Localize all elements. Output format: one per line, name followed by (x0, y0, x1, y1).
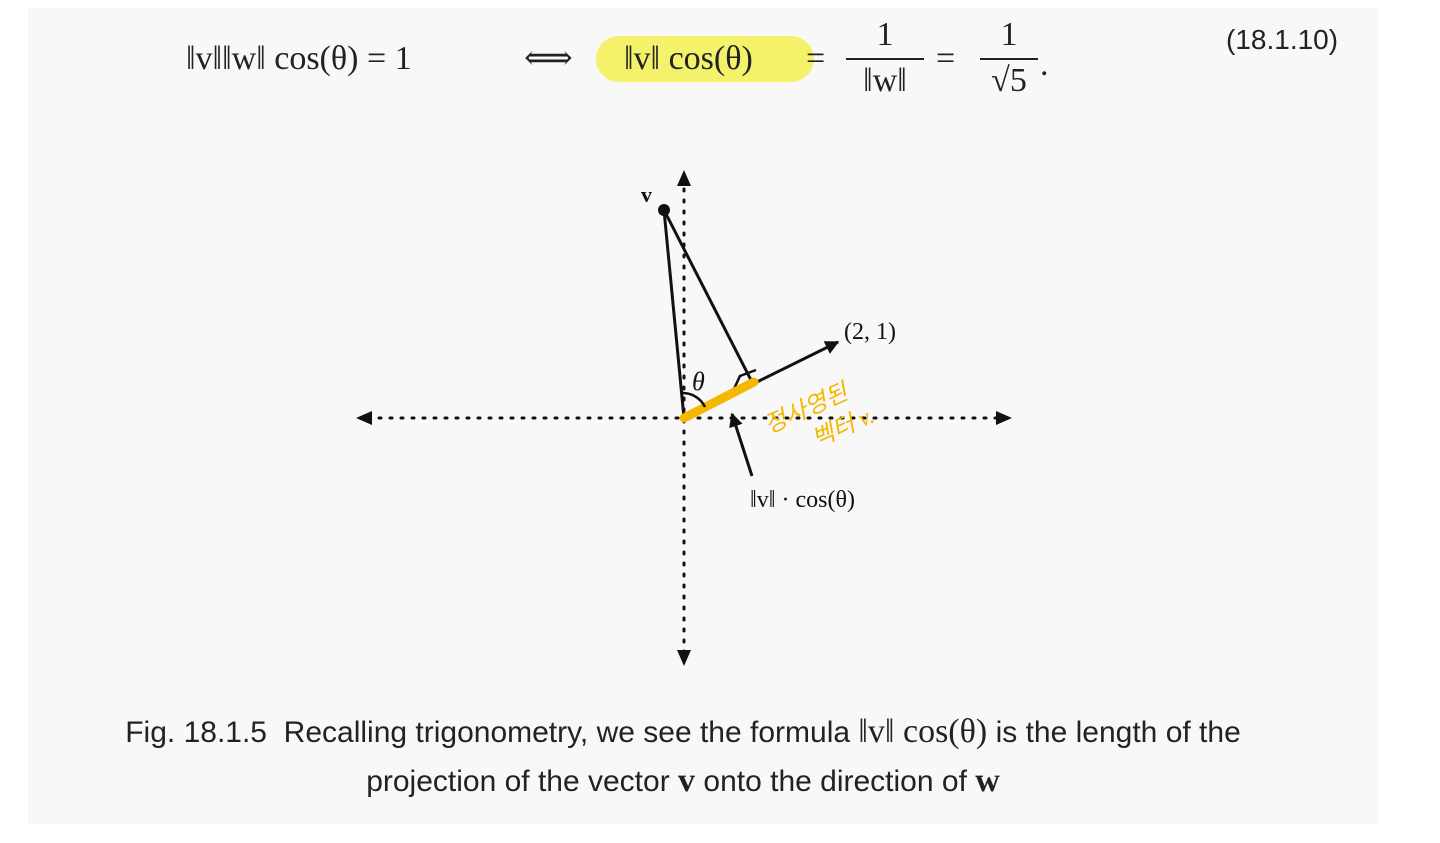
fraction-2-bar (980, 58, 1038, 60)
equation-fraction-2: 1 √5 (980, 18, 1038, 98)
handwritten-annotation: 정사영된 벡터 v. (761, 379, 879, 453)
caption-figure-number: Fig. 18.1.5 (125, 716, 267, 749)
caption-text-after: is the length of the (995, 716, 1241, 749)
equation-equals-1: = (806, 40, 826, 77)
vector-v (662, 209, 686, 419)
y-axis-arrowhead-up (677, 170, 691, 186)
figure-caption: Fig. 18.1.5 Recalling trigonometry, we s… (0, 708, 1366, 806)
equation-highlight-marker (596, 36, 814, 82)
caption-text-before: Recalling trigonometry, we see the formu… (283, 716, 851, 749)
fraction-1-numerator: 1 (876, 16, 894, 53)
theta-arc (680, 391, 707, 408)
right-angle-marker (731, 368, 757, 392)
caption-line2-mid: onto the direction of (703, 765, 967, 798)
projection-highlight-stroke (679, 377, 759, 423)
caption-line-1: Fig. 18.1.5 Recalling trigonometry, we s… (0, 708, 1366, 757)
equation-period: . (1040, 46, 1049, 83)
projection-pointer-arrow (729, 412, 754, 477)
x-axis-arrowhead-right (996, 411, 1012, 425)
caption-line-2: projection of the vector v onto the dire… (0, 757, 1366, 806)
label-w-point: (2, 1) (844, 319, 896, 345)
equation-lhs: ‖v‖‖w‖ cos(θ) = 1 (186, 40, 412, 77)
equation-equals-2: = (936, 40, 956, 77)
equation-iff-arrow: ⟺ (524, 40, 573, 77)
label-projection-length: ‖v‖ · cos(θ) (750, 487, 855, 513)
caption-vector-w: w (975, 762, 1000, 799)
label-v: v (641, 182, 652, 207)
content-panel (28, 8, 1378, 824)
caption-vector-v: v (678, 762, 696, 799)
fraction-1-bar (846, 58, 924, 60)
caption-line2-before: projection of the vector (366, 765, 670, 798)
y-axis-arrowhead-down (677, 650, 691, 666)
caption-formula: ‖v‖ cos(θ) (858, 713, 988, 750)
fraction-2-numerator: 1 (1000, 16, 1018, 53)
fraction-1-denominator: ‖w‖ (863, 62, 907, 99)
label-theta: θ (692, 367, 705, 396)
equation-fraction-1: 1 ‖w‖ (846, 18, 924, 98)
equation-number: (18.1.10) (1226, 24, 1339, 55)
perpendicular-drop (662, 209, 754, 383)
fraction-2-denominator: √5 (991, 62, 1027, 99)
x-axis-arrowhead-left (356, 411, 372, 425)
equation-highlighted-term: ‖v‖ cos(θ) (624, 40, 753, 77)
